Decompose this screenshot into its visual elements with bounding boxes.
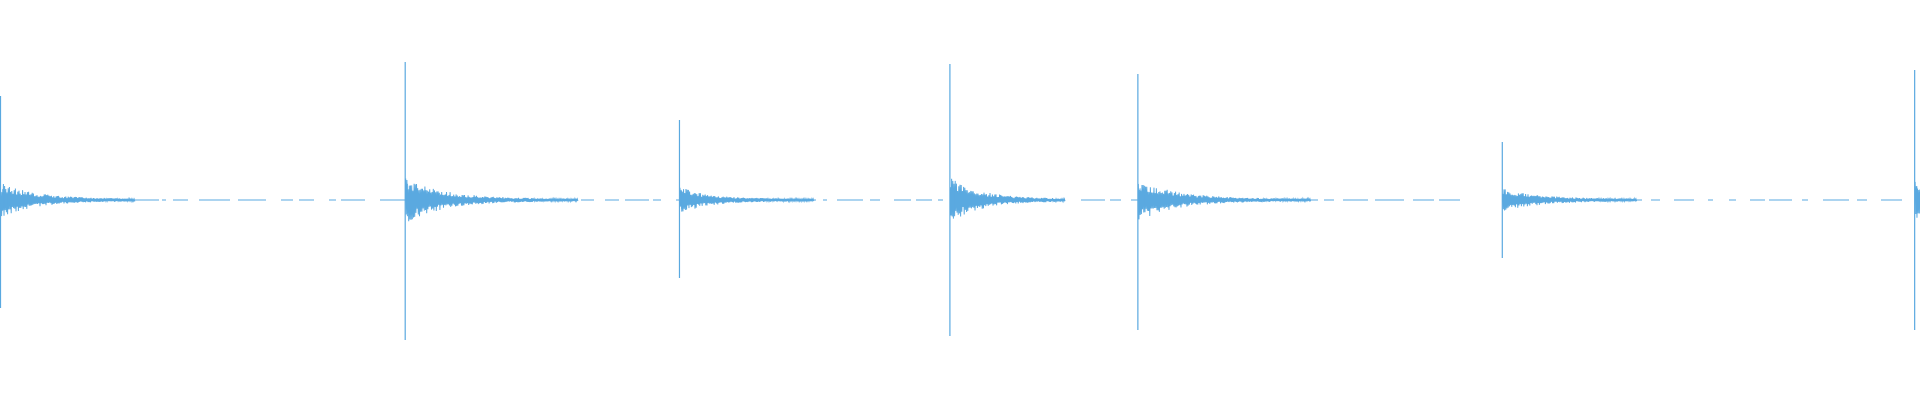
- onset-decay: [405, 178, 579, 222]
- onset-7: [1914, 70, 1920, 330]
- onset-4: [949, 64, 1066, 336]
- onset-2: [404, 62, 579, 340]
- onset-3: [678, 120, 815, 278]
- onset-decay: [1502, 189, 1638, 211]
- onset-5: [1137, 74, 1312, 330]
- onset-decay: [949, 178, 1066, 219]
- onset-decay: [1137, 183, 1312, 220]
- onset-6: [1501, 142, 1638, 258]
- onset-decay: [0, 184, 136, 217]
- onset-1: [0, 96, 136, 308]
- onset-decay: [679, 187, 815, 212]
- waveform-layer: [0, 62, 1920, 340]
